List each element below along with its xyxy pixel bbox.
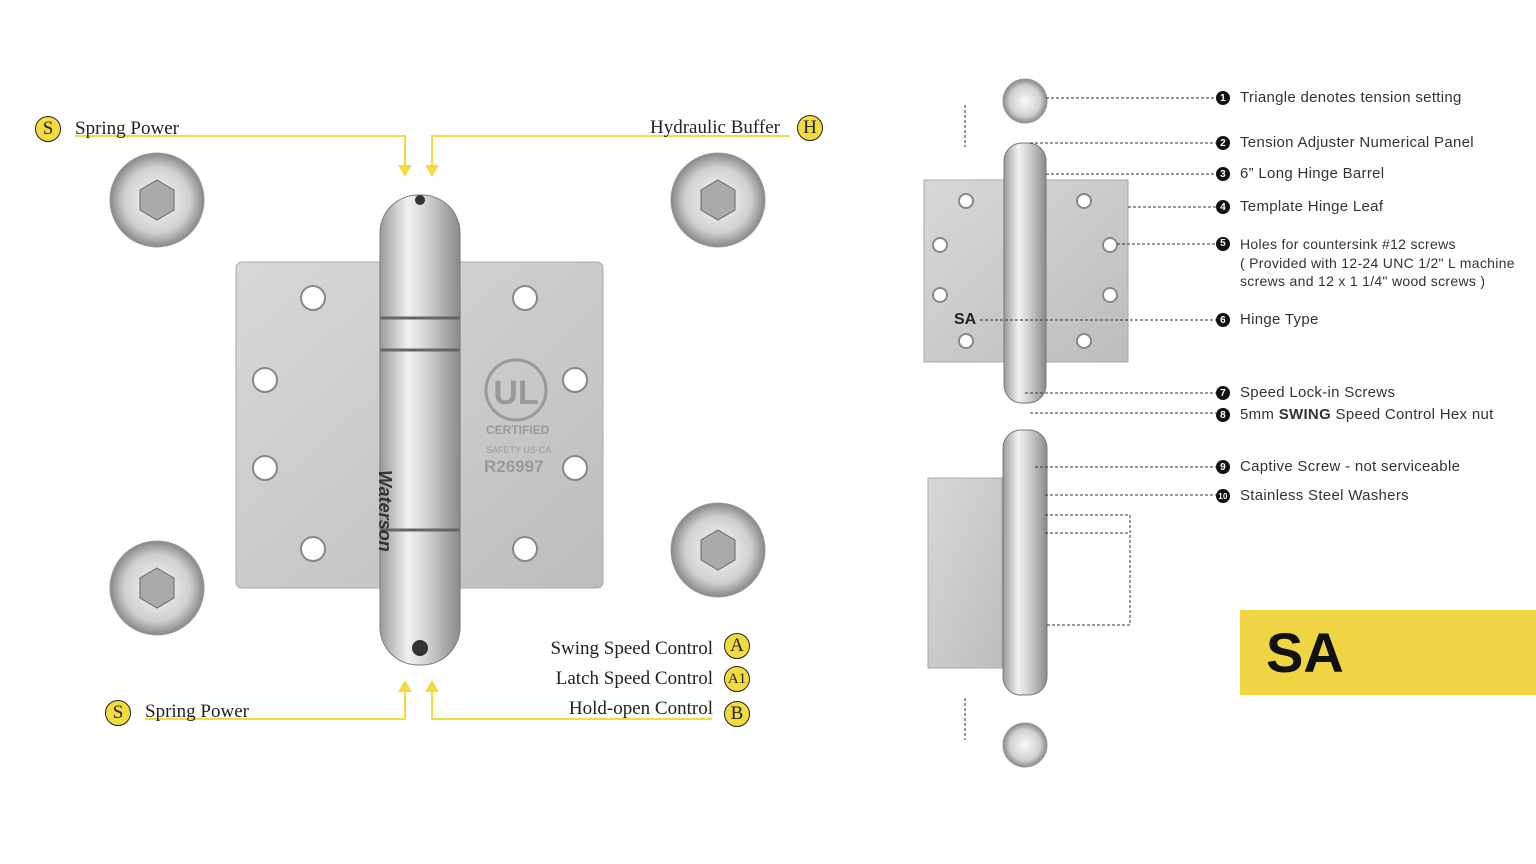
hinge-type-marker: SA <box>954 311 977 328</box>
spring-power-label: Spring Power <box>75 118 179 139</box>
ul-certified-text: CERTIFIED <box>486 423 550 437</box>
hold-open-label: Hold-open Control <box>568 698 713 719</box>
hydraulic-buffer-badge: H <box>797 115 823 141</box>
svg-text:UL: UL <box>493 374 538 412</box>
hinge-main-image: UL <box>109 152 766 666</box>
latch-speed-badge: A1 <box>724 666 750 692</box>
ul-safety-text: SAFETY US-CA <box>486 445 552 455</box>
leader-lines <box>75 135 790 720</box>
spring-power-badge: S <box>35 116 61 142</box>
latch-speed-label: Latch Speed Control <box>555 668 713 689</box>
swing-speed-badge: A <box>724 633 750 659</box>
hinge-exploded-image <box>923 78 1129 768</box>
hold-open-badge: B <box>724 701 750 727</box>
spring-power-label: Spring Power <box>145 701 249 722</box>
ul-code-text: R26997 <box>484 457 544 476</box>
hinge-type-badge-label: SA <box>1266 621 1344 684</box>
callout-lines <box>964 97 1216 740</box>
ul-certification-mark: UL <box>484 358 548 422</box>
brand-logo: Waterson <box>375 470 395 552</box>
hinge-type-badge: SA <box>1240 610 1536 695</box>
spring-power-badge: S <box>105 700 131 726</box>
hydraulic-buffer-label: Hydraulic Buffer <box>650 117 780 138</box>
arrowheads <box>398 165 439 692</box>
swing-speed-label: Swing Speed Control <box>550 638 713 659</box>
